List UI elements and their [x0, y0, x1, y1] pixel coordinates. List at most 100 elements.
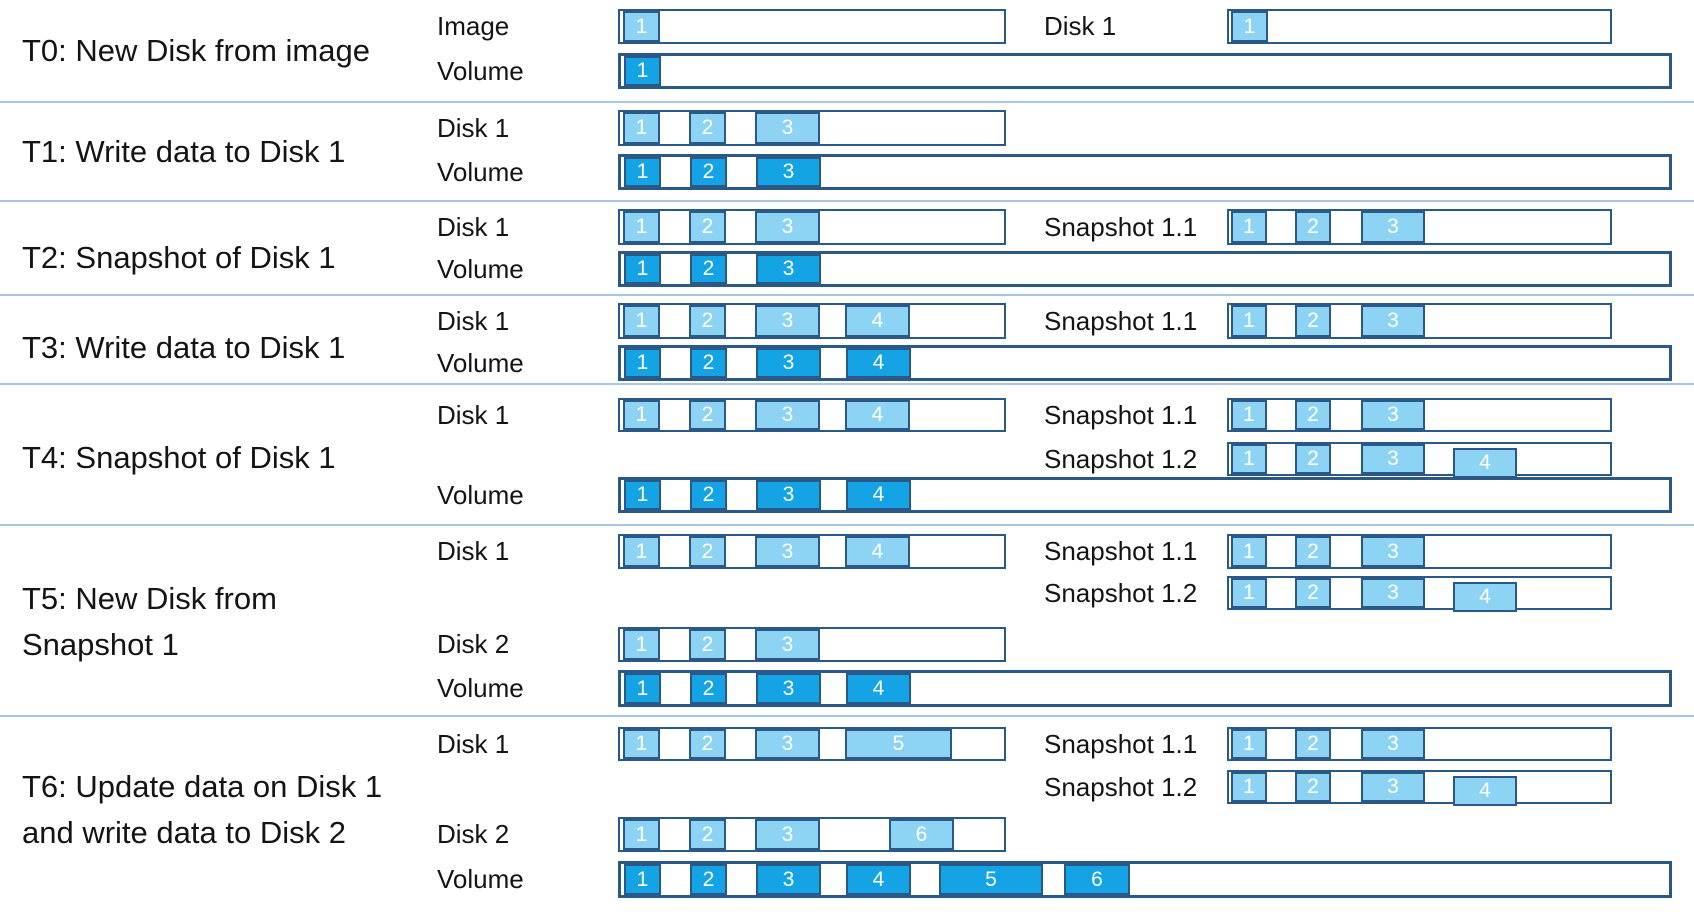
data-block-3: 3 — [1361, 305, 1425, 337]
data-block-3: 3 — [755, 400, 820, 430]
data-block-1: 1 — [1231, 11, 1268, 42]
section-divider — [0, 101, 1694, 103]
data-block-2: 2 — [689, 400, 726, 430]
data-block-1: 1 — [1231, 400, 1267, 430]
data-block-1: 1 — [623, 305, 660, 337]
data-block-3: 3 — [755, 536, 820, 567]
data-block-3: 3 — [756, 254, 821, 284]
section-divider — [0, 383, 1694, 385]
row-label-snapshot-1-1: Snapshot 1.1 — [1044, 728, 1198, 759]
data-block-1: 1 — [624, 348, 661, 378]
data-block-3: 3 — [756, 157, 821, 187]
data-block-1: 1 — [623, 729, 660, 759]
data-block-3: 3 — [1361, 536, 1425, 567]
disk-bar: 1 — [618, 9, 1006, 44]
data-block-3: 3 — [1361, 444, 1425, 474]
data-block-4: 4 — [846, 864, 911, 895]
row-label-volume: Volume — [437, 864, 524, 894]
data-block-1: 1 — [624, 864, 661, 895]
data-block-3: 3 — [756, 480, 821, 510]
row-label-volume: Volume — [437, 156, 524, 187]
data-block-3: 3 — [756, 864, 821, 895]
row-label-volume: Volume — [437, 55, 524, 86]
data-block-3: 3 — [1361, 578, 1425, 608]
data-block-5: 5 — [845, 729, 952, 759]
data-block-1: 1 — [624, 56, 661, 86]
data-block-1: 1 — [1231, 536, 1267, 567]
row-label-snapshot-1-1: Snapshot 1.1 — [1044, 399, 1198, 430]
section-divider — [0, 294, 1694, 296]
data-block-4: 4 — [1453, 448, 1517, 478]
row-label-snapshot-1-1: Snapshot 1.1 — [1044, 305, 1198, 336]
data-block-3: 3 — [755, 305, 820, 337]
data-block-1: 1 — [623, 536, 660, 567]
row-label-disk-1: Disk 1 — [437, 211, 510, 242]
data-block-3: 3 — [1361, 211, 1425, 243]
data-block-4: 4 — [845, 400, 910, 430]
data-block-2: 2 — [1295, 400, 1331, 430]
data-block-1: 1 — [1231, 772, 1267, 802]
data-block-3: 3 — [756, 348, 821, 378]
data-block-1: 1 — [1231, 578, 1267, 608]
timeline-step-title: T5: New Disk from — [22, 581, 277, 616]
data-block-2: 2 — [689, 536, 726, 567]
data-block-2: 2 — [689, 112, 726, 144]
timeline-step-title: T0: New Disk from image — [22, 33, 370, 68]
data-block-4: 4 — [846, 480, 911, 510]
section-divider — [0, 200, 1694, 202]
row-label-snapshot-1-1: Snapshot 1.1 — [1044, 211, 1198, 242]
data-block-3: 3 — [1361, 729, 1425, 759]
data-block-2: 2 — [1295, 211, 1331, 243]
data-block-1: 1 — [1231, 729, 1267, 759]
data-block-2: 2 — [690, 864, 727, 895]
data-block-2: 2 — [690, 480, 727, 510]
row-label-image: Image — [437, 11, 510, 41]
data-block-2: 2 — [689, 305, 726, 337]
data-block-2: 2 — [690, 348, 727, 378]
section-divider — [0, 524, 1694, 526]
data-block-2: 2 — [689, 211, 726, 243]
data-block-2: 2 — [689, 729, 726, 759]
data-block-1: 1 — [623, 819, 660, 850]
data-block-3: 3 — [755, 729, 820, 759]
data-block-3: 3 — [1361, 772, 1425, 802]
row-label-disk-1: Disk 1 — [437, 728, 510, 759]
volume-bar: 1 — [618, 53, 1672, 89]
data-block-2: 2 — [689, 819, 726, 850]
data-block-3: 3 — [755, 211, 820, 243]
data-block-1: 1 — [623, 11, 660, 42]
data-block-1: 1 — [623, 629, 660, 660]
data-block-2: 2 — [690, 254, 727, 284]
data-block-4: 4 — [1453, 776, 1517, 806]
row-label-disk-1: Disk 1 — [1044, 11, 1117, 41]
section-divider — [0, 715, 1694, 717]
row-label-disk-1: Disk 1 — [437, 112, 510, 143]
data-block-3: 3 — [1361, 400, 1425, 430]
data-block-1: 1 — [624, 480, 661, 510]
timeline-step-title: T1: Write data to Disk 1 — [22, 134, 346, 169]
row-label-volume: Volume — [437, 347, 524, 378]
data-block-3: 3 — [755, 629, 820, 660]
data-block-5: 5 — [939, 864, 1043, 895]
data-block-2: 2 — [1295, 536, 1331, 567]
data-block-3: 3 — [755, 112, 820, 144]
data-block-2: 2 — [690, 673, 727, 704]
row-label-snapshot-1-1: Snapshot 1.1 — [1044, 536, 1198, 566]
data-block-4: 4 — [846, 348, 911, 378]
data-block-2: 2 — [1295, 578, 1331, 608]
snapshot-bar: 1 — [1227, 9, 1612, 44]
